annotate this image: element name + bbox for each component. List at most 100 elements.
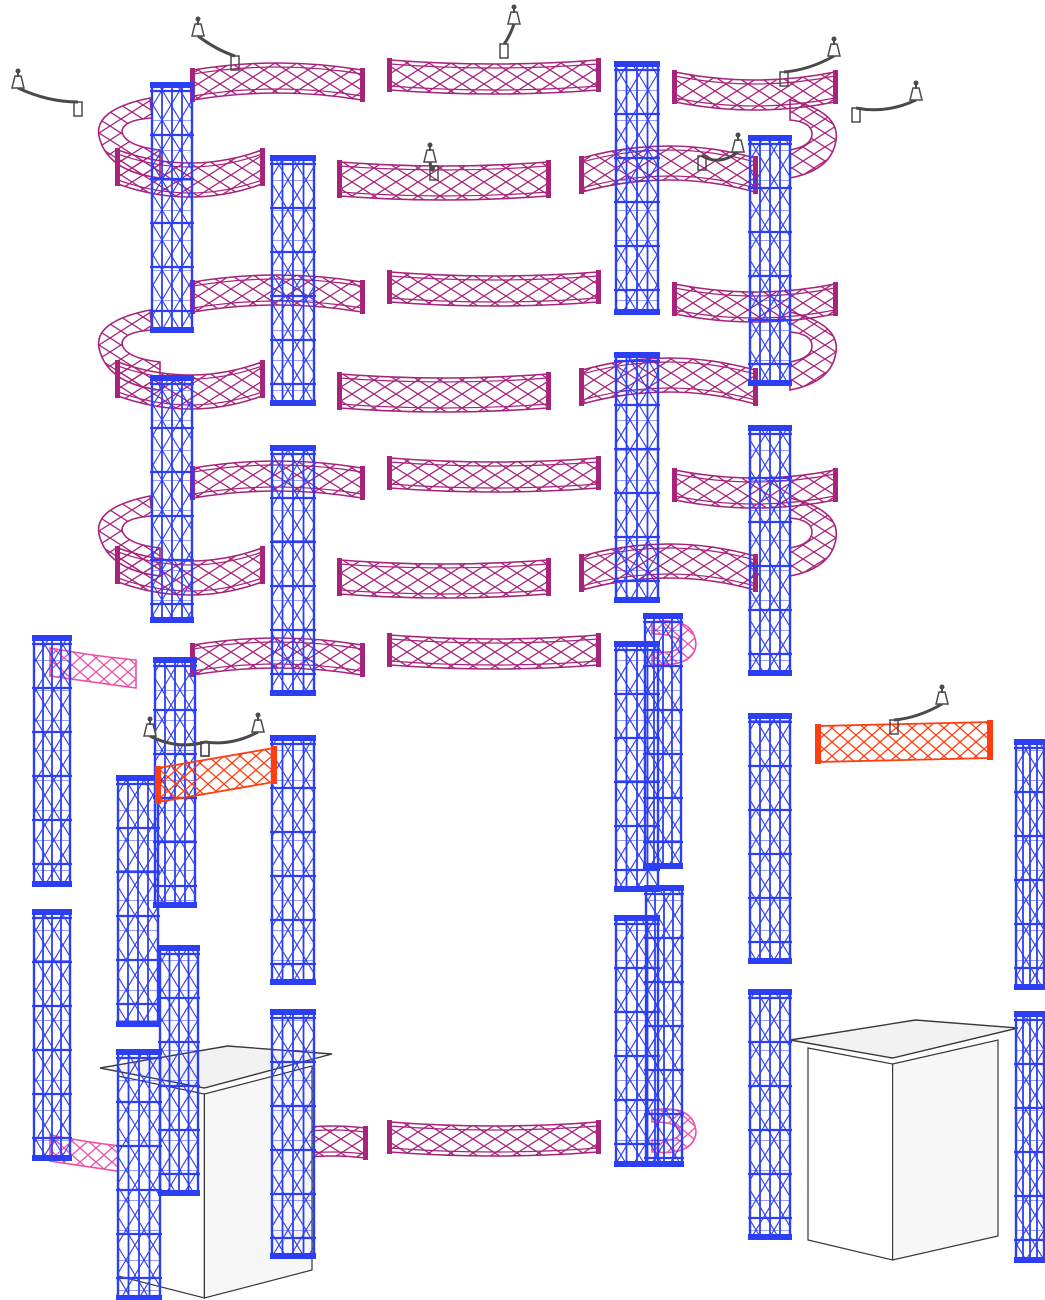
beam-chord <box>339 191 549 197</box>
column-endplate <box>270 400 316 406</box>
vertical-truss-column <box>150 82 194 333</box>
ring-beam-back <box>387 633 601 670</box>
spotlight-3 <box>499 4 521 59</box>
ring-beam-front <box>579 543 758 592</box>
spotlight-arm <box>893 702 943 722</box>
column-endplate <box>116 775 160 781</box>
spotlight-knob <box>147 716 153 722</box>
ring-tier-2 <box>97 270 838 413</box>
spotlight-clamp <box>230 55 240 71</box>
beam-endplate <box>579 368 584 406</box>
straight-endplate <box>271 746 277 784</box>
beam-chord <box>389 483 599 489</box>
column-endplate <box>748 425 792 431</box>
spotlight-head <box>827 43 841 57</box>
beam-endplate <box>387 456 392 490</box>
spotlight-head <box>935 691 949 705</box>
counter-layer <box>99 1019 1019 1299</box>
ring-beam-back <box>672 70 838 111</box>
spotlight-head <box>507 11 521 25</box>
ring-beam-back <box>387 456 601 493</box>
spotlight-knob <box>831 36 837 42</box>
straight-body <box>817 721 991 763</box>
beam-chord <box>339 165 549 171</box>
spotlight-head <box>423 149 437 163</box>
spotlight-head <box>909 87 923 101</box>
column-endplate <box>643 863 683 869</box>
column-endplate <box>644 885 684 891</box>
vertical-truss-column <box>270 445 316 696</box>
beam-chord <box>389 660 599 666</box>
beam-endplate <box>260 546 265 584</box>
column-endplate <box>270 735 316 741</box>
beam-chord <box>581 387 756 401</box>
column-endplate <box>153 902 197 908</box>
column-endplate <box>270 155 316 161</box>
spotlight-clamp <box>200 741 210 757</box>
column-endplate <box>644 1161 684 1167</box>
vertical-truss-column <box>614 61 660 315</box>
spotlight-knob <box>735 132 741 138</box>
vertical-truss-column <box>270 155 316 406</box>
beam-chord <box>389 85 599 91</box>
straight-truss-right <box>815 720 993 764</box>
spotlight-head <box>251 719 265 733</box>
beam-body <box>581 357 756 406</box>
vertical-truss-column <box>748 989 792 1240</box>
spotlight-10 <box>889 684 949 735</box>
vertical-truss-column <box>614 352 660 603</box>
curl-body <box>789 496 838 577</box>
column-endplate <box>748 989 792 995</box>
vertical-truss-column <box>116 1049 162 1300</box>
spotlight-5 <box>851 80 923 123</box>
beam-endplate <box>337 160 342 198</box>
beam-endplate <box>833 282 838 316</box>
beam-chord <box>389 638 599 644</box>
column-endplate <box>748 1234 792 1240</box>
counter-side <box>892 1039 999 1261</box>
beam-endplate <box>260 148 265 186</box>
beam-body <box>581 145 756 194</box>
spotlight-arm <box>855 98 917 112</box>
beam-endplate <box>672 468 677 502</box>
beam-chord <box>581 361 756 375</box>
ring-tier-1 <box>97 58 838 201</box>
column-endplate <box>1014 1011 1045 1017</box>
column-endplate <box>643 613 683 619</box>
spotlight-1 <box>11 68 83 117</box>
beam-chord <box>674 75 836 85</box>
spotlight-clamp <box>697 155 707 171</box>
straight-truss-layer <box>155 720 993 804</box>
spotlight-arm <box>197 34 236 58</box>
column-endplate <box>116 1295 162 1300</box>
beam-endplate <box>260 360 265 398</box>
vertical-truss-column <box>644 885 684 1167</box>
column-endplate <box>32 635 72 641</box>
straight-endplate <box>987 720 993 760</box>
beam-chord <box>339 589 549 595</box>
vertical-truss-column <box>32 635 72 887</box>
counter-right <box>789 1019 1019 1261</box>
beam-body <box>389 1121 599 1157</box>
column-endplate <box>270 1253 316 1259</box>
beam-endplate <box>387 58 392 92</box>
spotlight-7 <box>697 132 745 171</box>
ring-beam-front <box>337 558 551 599</box>
beam-chord <box>581 573 756 587</box>
spotlight-knob <box>427 142 433 148</box>
spotlight-4 <box>779 36 841 87</box>
straight-endplate <box>815 724 821 764</box>
beam-chord <box>339 563 549 569</box>
beam-endplate <box>337 558 342 596</box>
ring-tier-base-back <box>190 633 601 677</box>
ring-beam-right-curl <box>789 98 838 179</box>
column-endplate <box>748 958 792 964</box>
beam-chord <box>389 63 599 69</box>
beam-chord <box>581 149 756 163</box>
beam-chord <box>389 297 599 303</box>
vertical-truss-column <box>150 375 194 623</box>
spotlight-head <box>731 139 745 153</box>
beam-endplate <box>360 466 365 500</box>
beam-chord <box>581 175 756 189</box>
vertical-truss-column <box>158 945 200 1196</box>
